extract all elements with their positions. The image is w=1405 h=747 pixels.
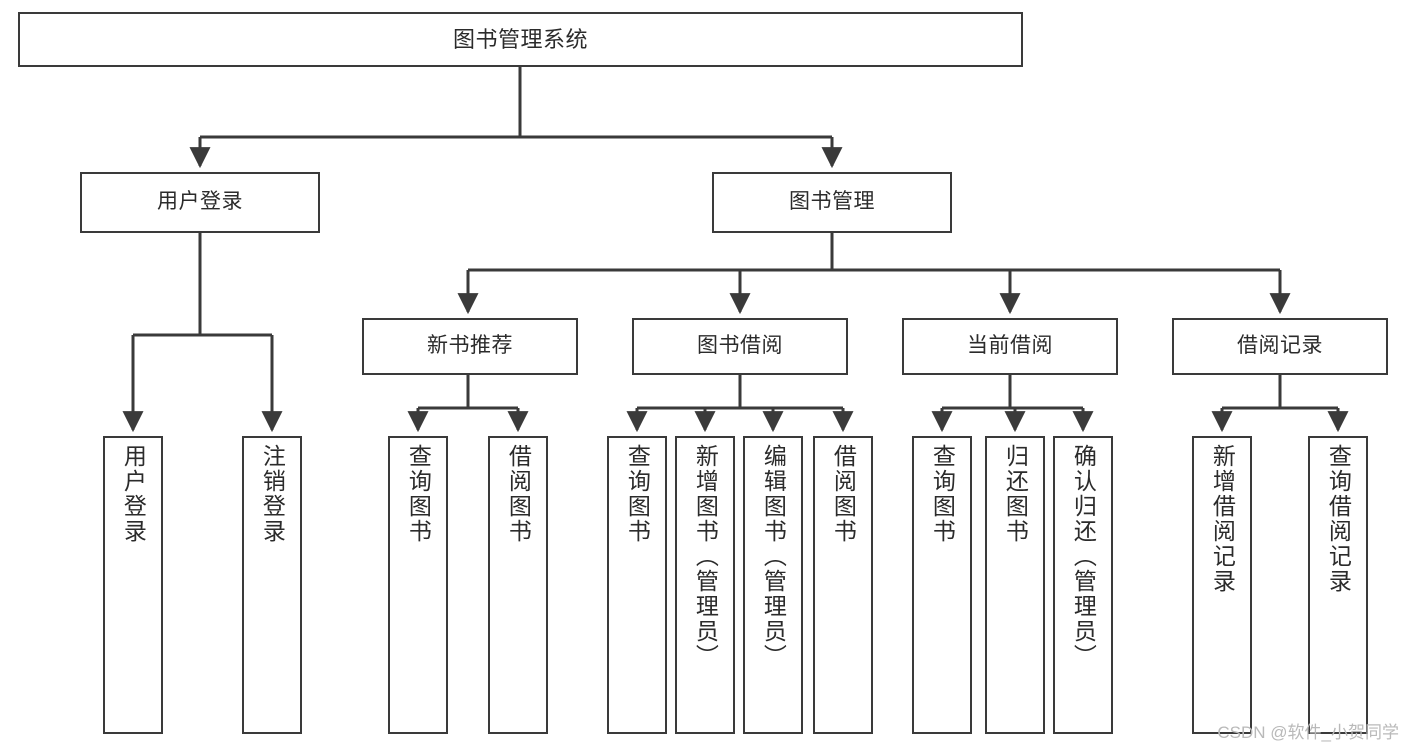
leaf-borrow-borrow-book[interactable]: 借阅图书 xyxy=(813,436,873,734)
leaf-recommend-query-book[interactable]: 查询图书 xyxy=(388,436,448,734)
node-label: 查询图书 xyxy=(929,444,956,544)
node-label: 借阅图书 xyxy=(830,444,857,544)
leaf-current-return-book[interactable]: 归还图书 xyxy=(985,436,1045,734)
node-label: 图书借阅 xyxy=(697,334,783,358)
node-current-borrow[interactable]: 当前借阅 xyxy=(902,318,1118,375)
leaf-recommend-borrow-book[interactable]: 借阅图书 xyxy=(488,436,548,734)
node-root-system[interactable]: 图书管理系统 xyxy=(18,12,1023,67)
node-label: 用户登录 xyxy=(157,190,243,214)
node-new-book-recommend[interactable]: 新书推荐 xyxy=(362,318,578,375)
leaf-borrow-query-book[interactable]: 查询图书 xyxy=(607,436,667,734)
node-label: 查询借阅记录 xyxy=(1325,444,1352,594)
node-label: 归还图书 xyxy=(1002,444,1029,544)
node-label: 新书推荐 xyxy=(427,334,513,358)
leaf-user-login-signin[interactable]: 用户登录 xyxy=(103,436,163,734)
node-label: 注销登录 xyxy=(259,444,286,544)
watermark-credit: CSDN @软件_小贺同学 xyxy=(1217,723,1399,742)
node-label: 编辑图书（管理员） xyxy=(760,444,787,669)
node-label: 借阅图书 xyxy=(505,444,532,544)
node-label: 查询图书 xyxy=(624,444,651,544)
node-label: 图书管理 xyxy=(789,190,875,214)
node-user-login[interactable]: 用户登录 xyxy=(80,172,320,233)
leaf-user-login-signout[interactable]: 注销登录 xyxy=(242,436,302,734)
node-label: 借阅记录 xyxy=(1237,334,1323,358)
node-label: 新增借阅记录 xyxy=(1209,444,1236,594)
node-label: 图书管理系统 xyxy=(452,26,588,52)
leaf-current-query-book[interactable]: 查询图书 xyxy=(912,436,972,734)
node-label: 新增图书（管理员） xyxy=(692,444,719,669)
node-label: 查询图书 xyxy=(405,444,432,544)
leaf-current-confirm-return-admin[interactable]: 确认归还（管理员） xyxy=(1053,436,1113,734)
node-label: 当前借阅 xyxy=(967,334,1053,358)
node-borrow-records[interactable]: 借阅记录 xyxy=(1172,318,1388,375)
node-label: 确认归还（管理员） xyxy=(1070,444,1097,669)
node-label: 用户登录 xyxy=(120,444,147,544)
leaf-records-query-record[interactable]: 查询借阅记录 xyxy=(1308,436,1368,734)
node-book-borrow[interactable]: 图书借阅 xyxy=(632,318,848,375)
leaf-borrow-edit-book-admin[interactable]: 编辑图书（管理员） xyxy=(743,436,803,734)
leaf-records-add-record[interactable]: 新增借阅记录 xyxy=(1192,436,1252,734)
leaf-borrow-add-book-admin[interactable]: 新增图书（管理员） xyxy=(675,436,735,734)
node-book-management[interactable]: 图书管理 xyxy=(712,172,952,233)
